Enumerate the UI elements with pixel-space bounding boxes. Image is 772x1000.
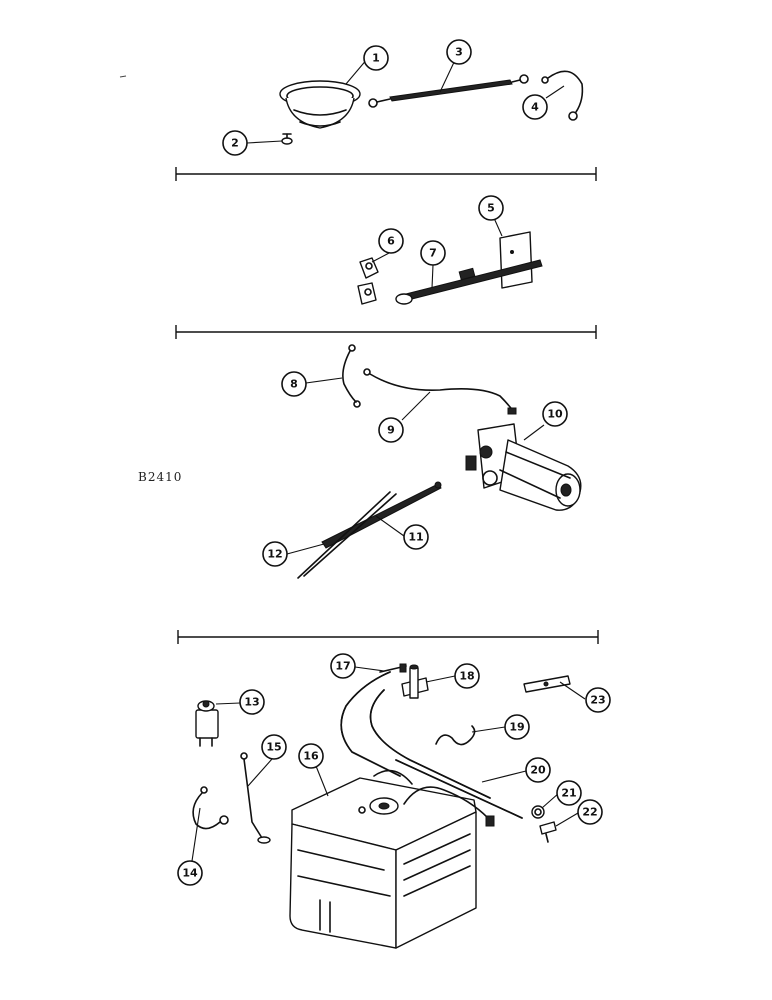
callout-6: 6 — [378, 228, 404, 254]
callout-14: 14 — [177, 860, 203, 886]
clamp — [357, 257, 379, 305]
callout-15: 15 — [261, 734, 287, 760]
wire-loop — [192, 786, 229, 830]
callout-number: 14 — [182, 867, 198, 880]
callout-number: 12 — [267, 548, 282, 561]
callout-number: 21 — [561, 787, 576, 800]
short-wire — [342, 344, 361, 408]
wiper-arm — [321, 481, 442, 549]
callout-10: 10 — [542, 401, 568, 427]
callout-number: 3 — [455, 46, 463, 59]
callout-number: 19 — [509, 721, 524, 734]
nozzle — [539, 821, 557, 843]
callout-number: 15 — [266, 741, 281, 754]
small-clamp — [531, 805, 545, 819]
callout-12: 12 — [262, 541, 288, 567]
callout-number: 17 — [335, 660, 350, 673]
mounting-strap — [523, 675, 571, 693]
callout-2: 2 — [222, 130, 248, 156]
callout-17: 17 — [330, 653, 356, 679]
callout-number: 10 — [547, 408, 563, 421]
callout-number: 13 — [244, 696, 259, 709]
callout-19: 19 — [504, 714, 530, 740]
callout-number: 20 — [530, 764, 546, 777]
callout-number: 7 — [429, 247, 437, 260]
callout-number: 2 — [231, 137, 239, 150]
cable-rod — [395, 259, 543, 305]
callout-7: 7 — [420, 240, 446, 266]
long-wire — [363, 368, 517, 415]
callout-8: 8 — [281, 371, 307, 397]
section-divider-1 — [175, 167, 597, 181]
callout-4: 4 — [522, 94, 548, 120]
leader-lines — [191, 57, 586, 862]
wiper-blade — [297, 491, 397, 579]
wiper-motor — [465, 423, 582, 511]
washer-tubing — [340, 663, 491, 799]
callout-1: 1 — [363, 45, 389, 71]
callout-number: 9 — [387, 424, 395, 437]
tee-fitting — [401, 664, 429, 699]
callout-22: 22 — [577, 799, 603, 825]
callout-16: 16 — [298, 743, 324, 769]
bracket-plate — [499, 231, 533, 289]
switch — [195, 700, 219, 747]
callout-20: 20 — [525, 757, 551, 783]
callout-3: 3 — [446, 39, 472, 65]
callout-number: 22 — [582, 806, 597, 819]
callout-number: 8 — [290, 378, 298, 391]
lamp-bezel — [279, 80, 361, 129]
callout-23: 23 — [585, 687, 611, 713]
callout-number: 1 — [372, 52, 380, 65]
callout-number: 4 — [531, 101, 539, 114]
section-divider-2 — [175, 325, 597, 339]
figure-label: B2410 — [138, 470, 182, 484]
callout-11: 11 — [403, 524, 429, 550]
screw — [281, 133, 293, 145]
hose — [395, 759, 523, 819]
callout-21: 21 — [556, 780, 582, 806]
callout-13: 13 — [239, 689, 265, 715]
reservoir-tank — [289, 769, 495, 949]
battery-cable — [368, 74, 529, 108]
callout-number: 23 — [590, 694, 605, 707]
callout-number: 11 — [408, 531, 423, 544]
callout-5: 5 — [478, 195, 504, 221]
callout-18: 18 — [454, 663, 480, 689]
callout-number: 5 — [487, 202, 495, 215]
callout-number: 16 — [303, 750, 319, 763]
section-divider-3 — [177, 630, 599, 644]
ground-strap — [240, 752, 271, 844]
callout-number: 18 — [459, 670, 474, 683]
callout-9: 9 — [378, 417, 404, 443]
wire-lead — [541, 70, 584, 121]
callout-number: 6 — [387, 235, 395, 248]
hose-clip — [435, 725, 476, 746]
